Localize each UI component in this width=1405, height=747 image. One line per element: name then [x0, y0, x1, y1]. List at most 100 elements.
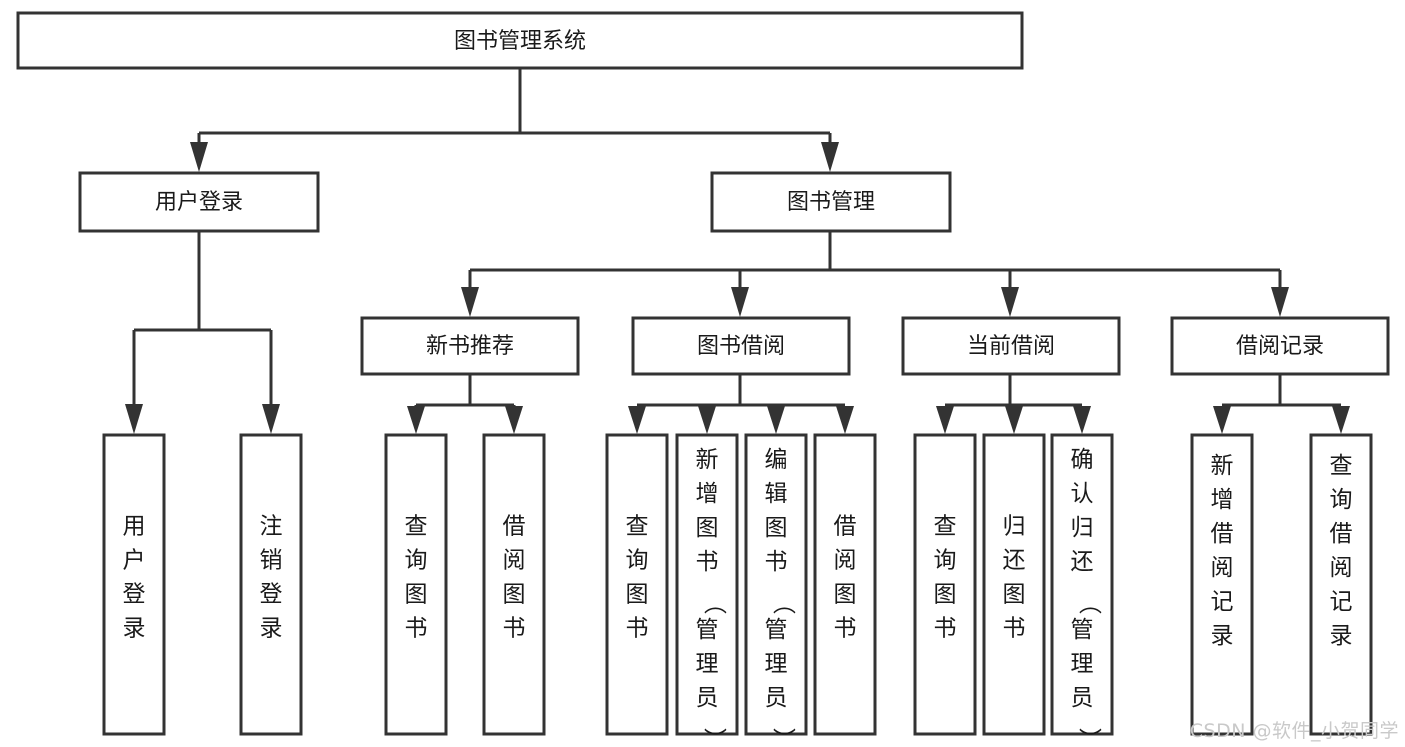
arrow-head-leaf-confirm-return [1073, 406, 1091, 434]
leaf-node-char: 记 [1330, 589, 1353, 615]
leaf-node-char: 录 [1211, 623, 1234, 649]
leaf-node-char: 辑 [765, 481, 788, 507]
leaf-node[interactable]: 查询图书查询图书 [605, 433, 669, 736]
node-book-borrow-box[interactable] [631, 316, 851, 376]
leaf-node-box[interactable] [1190, 433, 1254, 736]
leaf-node-char: 记 [1211, 589, 1234, 615]
node-book-manage[interactable]: 图书管理 [710, 171, 952, 233]
leaf-node-box[interactable] [913, 433, 977, 736]
node-book-manage-box[interactable] [710, 171, 952, 233]
leaf-node-box[interactable] [239, 433, 303, 736]
leaf-node-char: 询 [934, 548, 957, 574]
arrow-head-leaf-query-record [1332, 406, 1350, 434]
leaf-node[interactable]: 注销登录注销登录 [239, 433, 303, 736]
leaf-node-box[interactable] [744, 433, 808, 736]
node-root-label: 图书管理系统 [454, 29, 586, 54]
leaf-node-char: 还 [1071, 549, 1094, 575]
leaf-node-char: 增 [696, 481, 719, 507]
leaf-node-char: 查 [934, 514, 957, 540]
leaf-node-char: 图 [934, 582, 957, 608]
arrow-head-current-borrow [1001, 287, 1019, 317]
leaf-node-char: 登 [123, 582, 146, 608]
leaf-node-char: 书 [934, 616, 957, 642]
leaf-node[interactable]: 用户登录用户登录 [102, 433, 166, 736]
leaf-node[interactable]: 归还图书归还图书 [982, 433, 1046, 736]
arrow-head-new-book-recommend [461, 287, 479, 317]
leaf-node-box[interactable] [675, 433, 739, 736]
node-book-borrow[interactable]: 图书借阅 [631, 316, 851, 376]
leaf-node[interactable]: 借阅图书借阅图书 [482, 433, 546, 736]
leaf-node-char: 户 [123, 548, 146, 574]
leaf-node-box[interactable] [1050, 433, 1114, 736]
leaf-node-char: 书 [1003, 616, 1026, 642]
leaf-node-char: 还 [1003, 548, 1026, 574]
arrow-head-leaf-query-book-1 [407, 406, 425, 434]
leaf-node-char: 编 [765, 447, 788, 473]
leaf-node-char: 录 [1330, 623, 1353, 649]
node-new-book-recommend-box[interactable] [360, 316, 580, 376]
leaf-node-char: 员 [1071, 685, 1094, 711]
leaf-node-char: 询 [626, 548, 649, 574]
node-borrow-record-label: 借阅记录 [1236, 334, 1324, 359]
node-current-borrow-box[interactable] [901, 316, 1121, 376]
leaf-node-char: 阅 [834, 548, 857, 574]
node-root-box[interactable] [16, 11, 1024, 70]
arrow-head-book-borrow [731, 287, 749, 317]
leaf-node-char: 销 [260, 548, 283, 574]
leaf-node[interactable]: 查询借阅记录查询借阅记录 [1309, 433, 1373, 736]
leaf-node-box[interactable] [482, 433, 546, 736]
leaf-node-char: 书 [503, 616, 526, 642]
node-user-login[interactable]: 用户登录 [78, 171, 320, 233]
leaf-node-char: 新 [696, 447, 719, 473]
leaf-node[interactable]: 新增借阅记录新增借阅记录 [1190, 433, 1254, 736]
leaf-node[interactable]: 查询图书查询图书 [913, 433, 977, 736]
leaf-node-char: 书 [834, 616, 857, 642]
arrow-head-leaf-add-book [698, 406, 716, 434]
leaf-node-char: ） [701, 728, 727, 747]
node-root[interactable]: 图书管理系统 [16, 11, 1024, 70]
leaf-node-char: 阅 [1211, 555, 1234, 581]
leaf-node-char: 录 [260, 616, 283, 642]
leaf-node-box[interactable] [102, 433, 166, 736]
node-borrow-record[interactable]: 借阅记录 [1170, 316, 1390, 376]
leaf-node-box[interactable] [813, 433, 877, 736]
leaf-node-char: 录 [123, 616, 146, 642]
leaf-node-box[interactable] [1309, 433, 1373, 736]
leaf-node-char: 图 [405, 582, 428, 608]
leaf-node-box[interactable] [605, 433, 669, 736]
leaf-node-char: 归 [1071, 515, 1094, 541]
arrow-head-leaf-query-book-2 [628, 406, 646, 434]
leaf-node-char: 管 [696, 617, 719, 643]
leaf-node-box[interactable] [982, 433, 1046, 736]
leaf-node[interactable]: 查询图书查询图书 [384, 433, 448, 736]
arrow-head-leaf-edit-book [767, 406, 785, 434]
leaf-node-char: 理 [1071, 651, 1094, 677]
leaf-node-char: 图 [696, 515, 719, 541]
leaf-node-char: 借 [834, 514, 857, 540]
arrow-head-leaf-borrow-book-2 [836, 406, 854, 434]
arrow-head-leaf-borrow-book-1 [505, 406, 523, 434]
node-borrow-record-box[interactable] [1170, 316, 1390, 376]
node-new-book-recommend[interactable]: 新书推荐 [360, 316, 580, 376]
leaf-node[interactable]: 借阅图书借阅图书 [813, 433, 877, 736]
leaf-node-char: 理 [696, 651, 719, 677]
node-current-borrow[interactable]: 当前借阅 [901, 316, 1121, 376]
arrow-head-user-login [190, 142, 208, 172]
leaf-node-char: 认 [1071, 481, 1094, 507]
leaf-node-box[interactable] [384, 433, 448, 736]
leaf-node-char: 图 [834, 582, 857, 608]
leaf-node-char: 确 [1071, 447, 1094, 473]
node-user-login-box[interactable] [78, 171, 320, 233]
leaf-node-char: 书 [626, 616, 649, 642]
leaf-node-layer: 用户登录用户登录注销登录注销登录查询图书查询图书借阅图书借阅图书查询图书查询图书… [102, 433, 1373, 747]
leaf-node-char: 阅 [503, 548, 526, 574]
leaf-node-char: 归 [1003, 514, 1026, 540]
leaf-node-char: 员 [765, 685, 788, 711]
leaf-node-char: 图 [503, 582, 526, 608]
node-book-manage-label: 图书管理 [787, 190, 875, 215]
arrow-head-book-manage [821, 142, 839, 172]
leaf-node-char: 书 [765, 549, 788, 575]
